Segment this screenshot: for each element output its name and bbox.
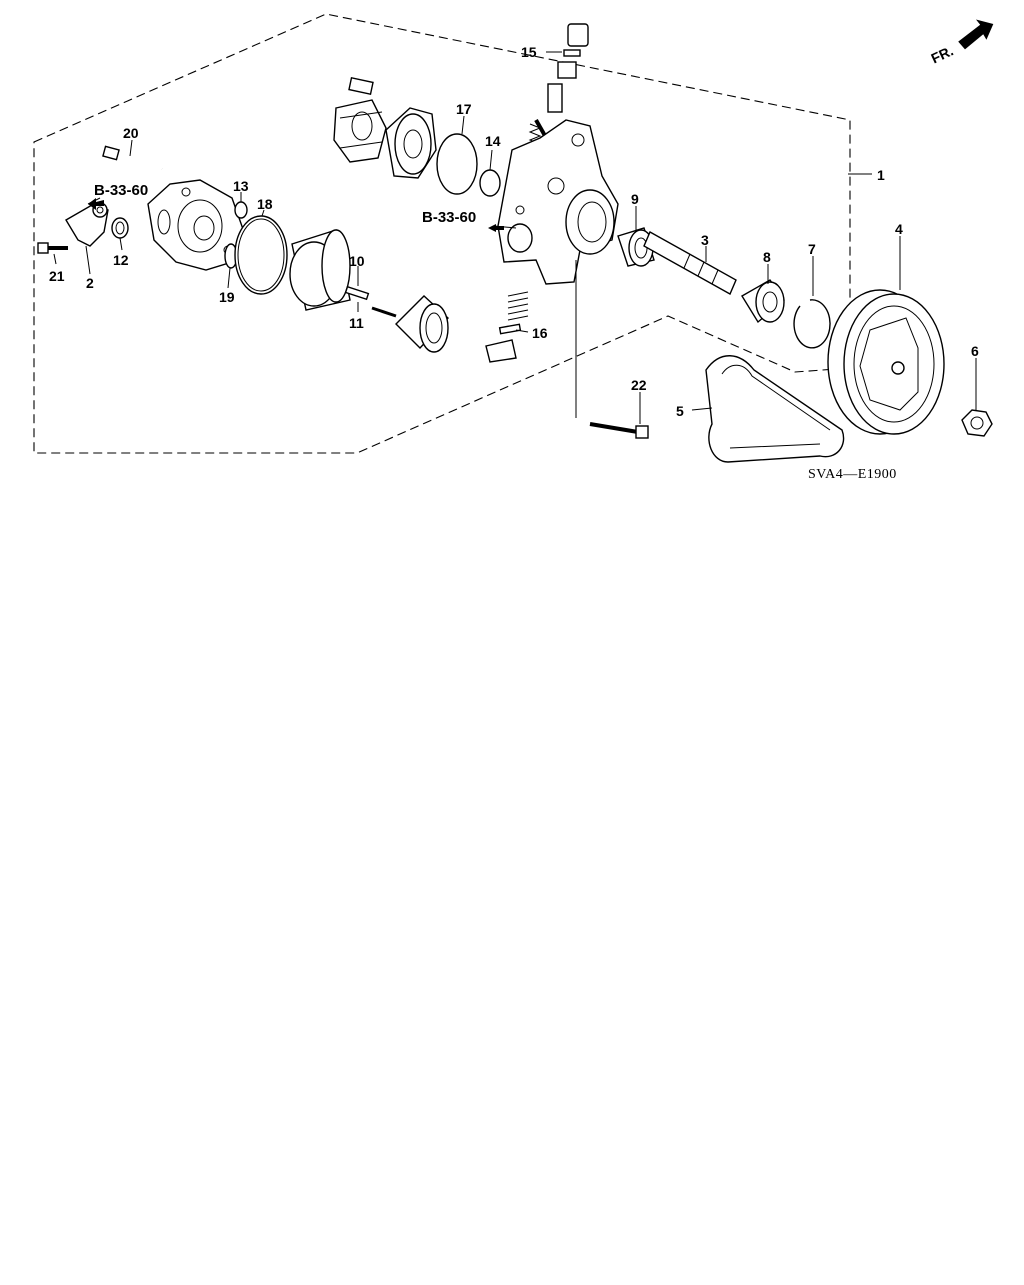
callout-14: 14	[485, 133, 501, 149]
reference-label-center: B-33-60	[422, 209, 476, 226]
part-2-fitting	[65, 202, 109, 247]
callout-12: 12	[113, 252, 129, 268]
callout-6: 6	[971, 343, 979, 359]
direction-label: FR.	[928, 42, 955, 66]
callout-13: 13	[233, 178, 249, 194]
callout-2: 2	[86, 275, 94, 291]
part-3-shaft	[643, 231, 737, 295]
vane-block	[348, 77, 374, 95]
callout-7: 7	[808, 241, 816, 257]
callout-4: 4	[895, 221, 903, 237]
part-14-o-ring	[479, 169, 501, 197]
callout-11: 11	[349, 315, 364, 331]
callout-9: 9	[631, 191, 639, 207]
callout-8: 8	[763, 249, 771, 265]
part-4-pulley	[827, 289, 945, 435]
spacer	[395, 295, 449, 353]
callout-21: 21	[49, 268, 65, 284]
part-10-vane	[344, 285, 370, 301]
reference-label-left: B-33-60	[94, 182, 148, 199]
callout-22: 22	[631, 377, 647, 393]
pump-body	[497, 119, 619, 285]
callout-10: 10	[349, 253, 365, 269]
rotor	[333, 99, 387, 163]
part-22-bolt	[589, 422, 649, 439]
assembly-boundary	[33, 13, 851, 454]
part-18-seal-ring	[234, 215, 288, 295]
callout-5: 5	[676, 403, 684, 419]
leader-lines	[53, 51, 977, 424]
callout-16: 16	[532, 325, 548, 341]
callout-19: 19	[219, 289, 235, 305]
callout-1: 1	[877, 167, 885, 183]
part-6-nut	[961, 409, 993, 437]
part-12-washer	[111, 217, 129, 239]
part-17-o-ring	[436, 133, 478, 195]
callout-3: 3	[701, 232, 709, 248]
reference-arrow-left-icon	[88, 198, 104, 210]
side-plate	[385, 107, 437, 179]
callout-15: 15	[521, 44, 537, 60]
part-5-drive-belt	[705, 355, 845, 463]
callout-18: 18	[257, 196, 273, 212]
part-21-bolt	[37, 242, 68, 254]
part-7-snap-ring	[793, 299, 831, 349]
reference-arrow-center-icon	[488, 224, 504, 232]
front-direction-arrow-icon	[958, 19, 994, 50]
diagram-code: SVA4—E1900	[808, 467, 897, 482]
part-11-pin	[371, 306, 397, 318]
callout-17: 17	[456, 101, 472, 117]
rear-cover	[147, 179, 245, 271]
part-13-o-ring	[234, 201, 248, 219]
callout-20: 20	[123, 125, 139, 141]
part-8-bearing	[741, 279, 785, 324]
cam-ring	[289, 229, 351, 311]
part-20-bolt	[102, 145, 163, 171]
part-15-relief-valve	[528, 23, 589, 149]
part-16-spring-plug	[485, 291, 529, 363]
